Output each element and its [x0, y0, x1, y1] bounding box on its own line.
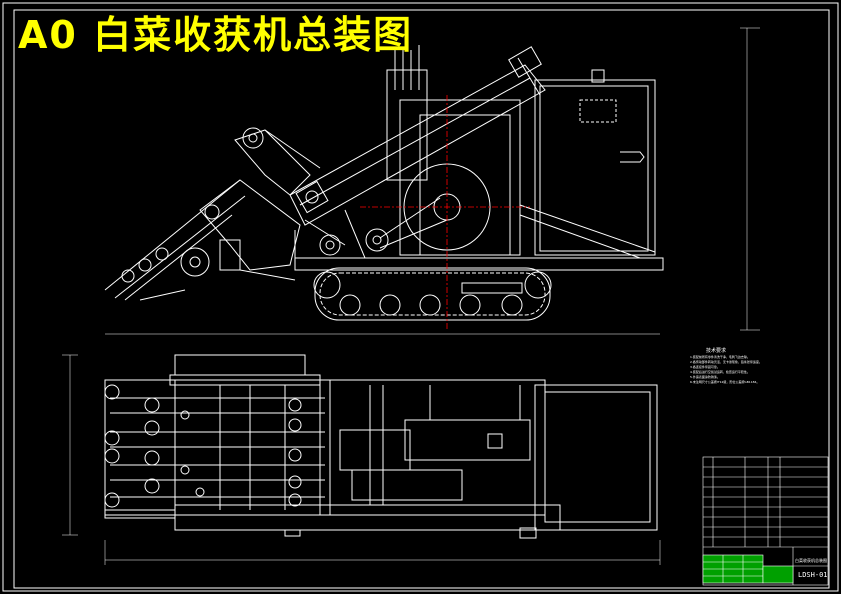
note-line: 1.装配前所有零件清洗干净，毛刺飞边去除。	[690, 355, 750, 359]
note-line: 3.各连接件紧固可靠。	[690, 365, 720, 369]
tech-requirements-title: 技术要求	[706, 348, 727, 354]
side-view	[104, 27, 760, 335]
title-block	[702, 456, 829, 586]
title-block-drawing-number: LDSH-01	[798, 571, 828, 579]
tech-requirements-notes: 1.装配前所有零件清洗干净，毛刺飞边去除。 2.各传动部件转动灵活，无卡滞现象，…	[690, 355, 810, 385]
note-line: 5.外露表面涂防锈漆。	[690, 375, 720, 379]
title-block-drawing-name: 白菜收获机总装图	[795, 558, 827, 563]
drawing-title: A0 白菜收获机总装图	[18, 13, 414, 57]
center-lines	[360, 95, 530, 330]
plan-view	[62, 354, 661, 565]
note-line: 4.装配后进行空载试运转，检查运行平稳性。	[690, 370, 750, 374]
note-line: 2.各传动部件转动灵活，无卡滞现象，链条张紧适度。	[690, 360, 762, 364]
inner-border	[13, 9, 830, 589]
note-line: 6.未注明尺寸公差按IT12级，形位公差按GB1184。	[690, 380, 760, 384]
